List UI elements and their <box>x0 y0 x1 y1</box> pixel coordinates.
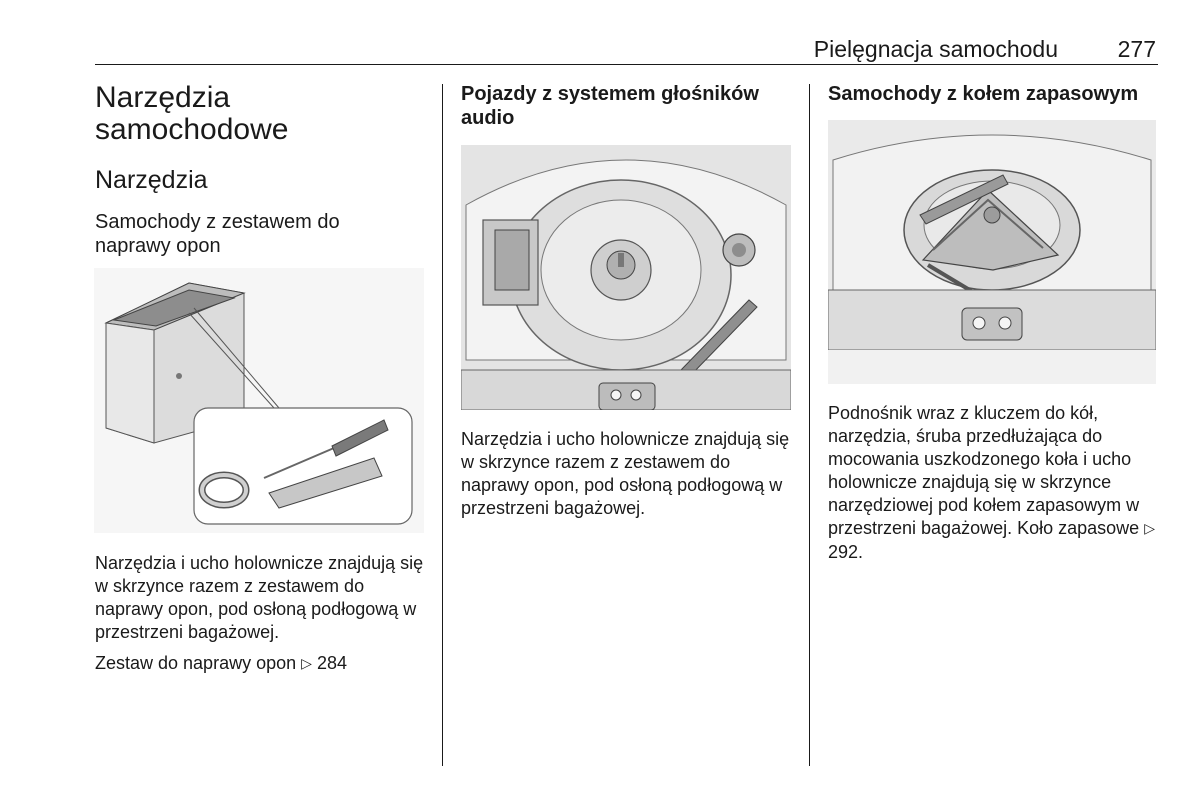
subsection-title: Samochody z zestawem do naprawy opon <box>95 211 340 257</box>
section-heading: Samochody z kołem zapasowym <box>828 83 1139 105</box>
tool-box-illustration <box>94 268 424 533</box>
reference-page[interactable]: 292 <box>828 542 859 562</box>
speaker-trunk-figure <box>461 145 791 410</box>
reference-text: Zestaw do naprawy opon <box>95 653 297 673</box>
column-3: Samochody z kołem zapasowym <box>828 82 1163 106</box>
column-1-body: Narzędzia i ucho holownicze znajdują się… <box>95 552 430 676</box>
spare-wheel-illustration <box>828 120 1156 384</box>
period: . <box>858 542 864 562</box>
reference-arrow-icon: ▷ <box>1144 521 1155 537</box>
chapter-title: Narzędzia samochodowe <box>95 81 289 146</box>
reference-arrow-icon: ▷ <box>301 656 312 672</box>
cross-reference: Zestaw do naprawy opon ▷ 284 <box>95 652 430 676</box>
column-3-body: Podnośnik wraz z kluczem do kół, narzędz… <box>828 402 1163 564</box>
body-text: Podnośnik wraz z kluczem do kół, narzędz… <box>828 403 1140 538</box>
spare-wheel-trunk-figure <box>828 120 1156 384</box>
section-title: Narzędzia <box>95 166 208 194</box>
column-1: Narzędzia samochodowe Narzędzia Samochod… <box>95 82 430 258</box>
header-rule <box>95 64 1158 65</box>
column-divider <box>442 84 443 766</box>
audio-trunk-illustration <box>461 145 791 410</box>
body-paragraph: Podnośnik wraz z kluczem do kół, narzędz… <box>828 402 1163 564</box>
page-number: 277 <box>1117 36 1156 62</box>
body-paragraph: Narzędzia i ucho holownicze znajdują się… <box>461 429 790 518</box>
running-header-title: Pielęgnacja samochodu <box>813 36 1058 62</box>
section-heading: Pojazdy z systemem głośników audio <box>461 83 759 129</box>
column-2: Pojazdy z systemem głośników audio <box>461 82 796 130</box>
reference-page[interactable]: 284 <box>316 653 347 673</box>
column-divider <box>809 84 810 766</box>
body-paragraph: Narzędzia i ucho holownicze znajdują się… <box>95 553 424 642</box>
column-2-body: Narzędzia i ucho holownicze znajdują się… <box>461 428 796 520</box>
tool-box-figure <box>94 268 424 533</box>
